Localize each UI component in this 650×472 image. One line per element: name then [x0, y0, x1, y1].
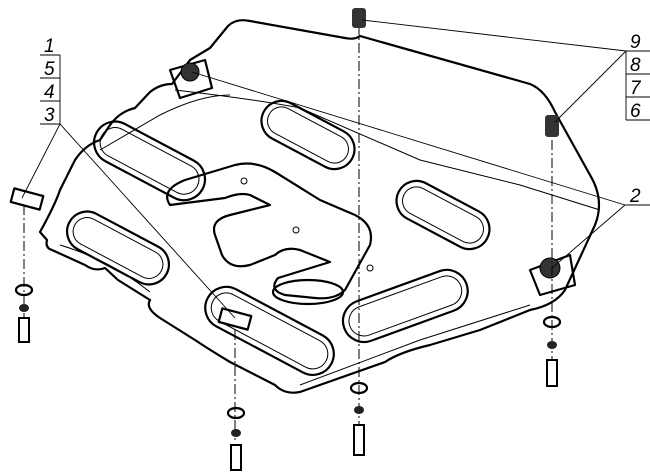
label-9: 9: [630, 32, 641, 53]
bushing-top-left: [168, 58, 214, 100]
label-8: 8: [630, 55, 641, 76]
callout-left-stack: 1 5 4 3: [21, 36, 236, 319]
bolt-top: [352, 8, 366, 28]
clip-nut-left: [9, 187, 45, 211]
fold-line: [174, 89, 601, 211]
clip-nut-center: [217, 307, 253, 331]
bushing-right: [528, 253, 577, 297]
label-1: 1: [44, 36, 55, 57]
fold-line: [99, 94, 231, 151]
washer-stack-right: [542, 315, 562, 387]
plate-outline: [38, 19, 601, 394]
label-2: 2: [629, 186, 641, 207]
slot-cutouts: [65, 99, 491, 376]
washer-stack-bottom: [226, 406, 246, 471]
label-7: 7: [630, 78, 642, 99]
fold-line: [299, 304, 531, 386]
label-4: 4: [44, 82, 55, 103]
washer-stack-left: [14, 283, 34, 343]
callout-2: 2: [191, 71, 650, 269]
bolt-right-top: [545, 115, 559, 137]
washer-stack-center: [349, 381, 369, 456]
label-6: 6: [630, 101, 641, 122]
callout-right-stack: 9 8 7 6: [361, 19, 650, 123]
label-3: 3: [44, 105, 55, 126]
label-5: 5: [44, 59, 55, 80]
